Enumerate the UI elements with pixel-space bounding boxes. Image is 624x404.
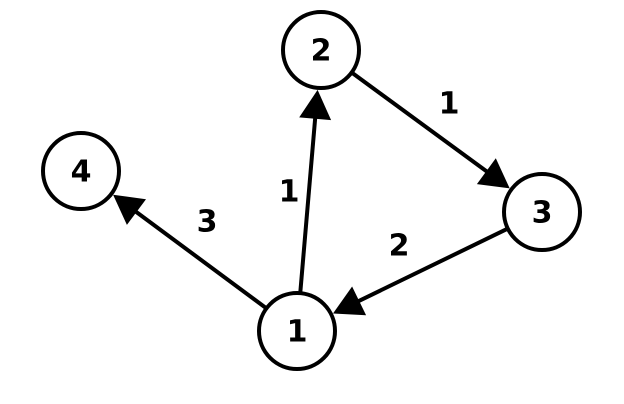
node-circle-1 xyxy=(257,291,337,371)
edge-weight-label-1-4: 3 xyxy=(197,205,218,240)
edge-weight-label-1-2: 1 xyxy=(279,175,300,210)
node-circle-4 xyxy=(41,131,121,211)
edge-arrowhead-3-1 xyxy=(333,286,367,316)
node-label-4: 4 xyxy=(71,155,92,190)
edge-weight-label-2-3: 1 xyxy=(439,87,460,122)
edge-arrowhead-1-4 xyxy=(113,194,146,225)
edge-arrowhead-2-3 xyxy=(476,158,510,189)
node-circle-2 xyxy=(281,10,361,90)
node-circle-3 xyxy=(502,172,582,252)
edge-weight-label-3-1: 2 xyxy=(389,229,410,264)
node-label-2: 2 xyxy=(311,34,332,69)
node-label-3: 3 xyxy=(532,196,553,231)
node-label-1: 1 xyxy=(287,315,308,350)
edge-arrowhead-1-2 xyxy=(299,89,332,121)
